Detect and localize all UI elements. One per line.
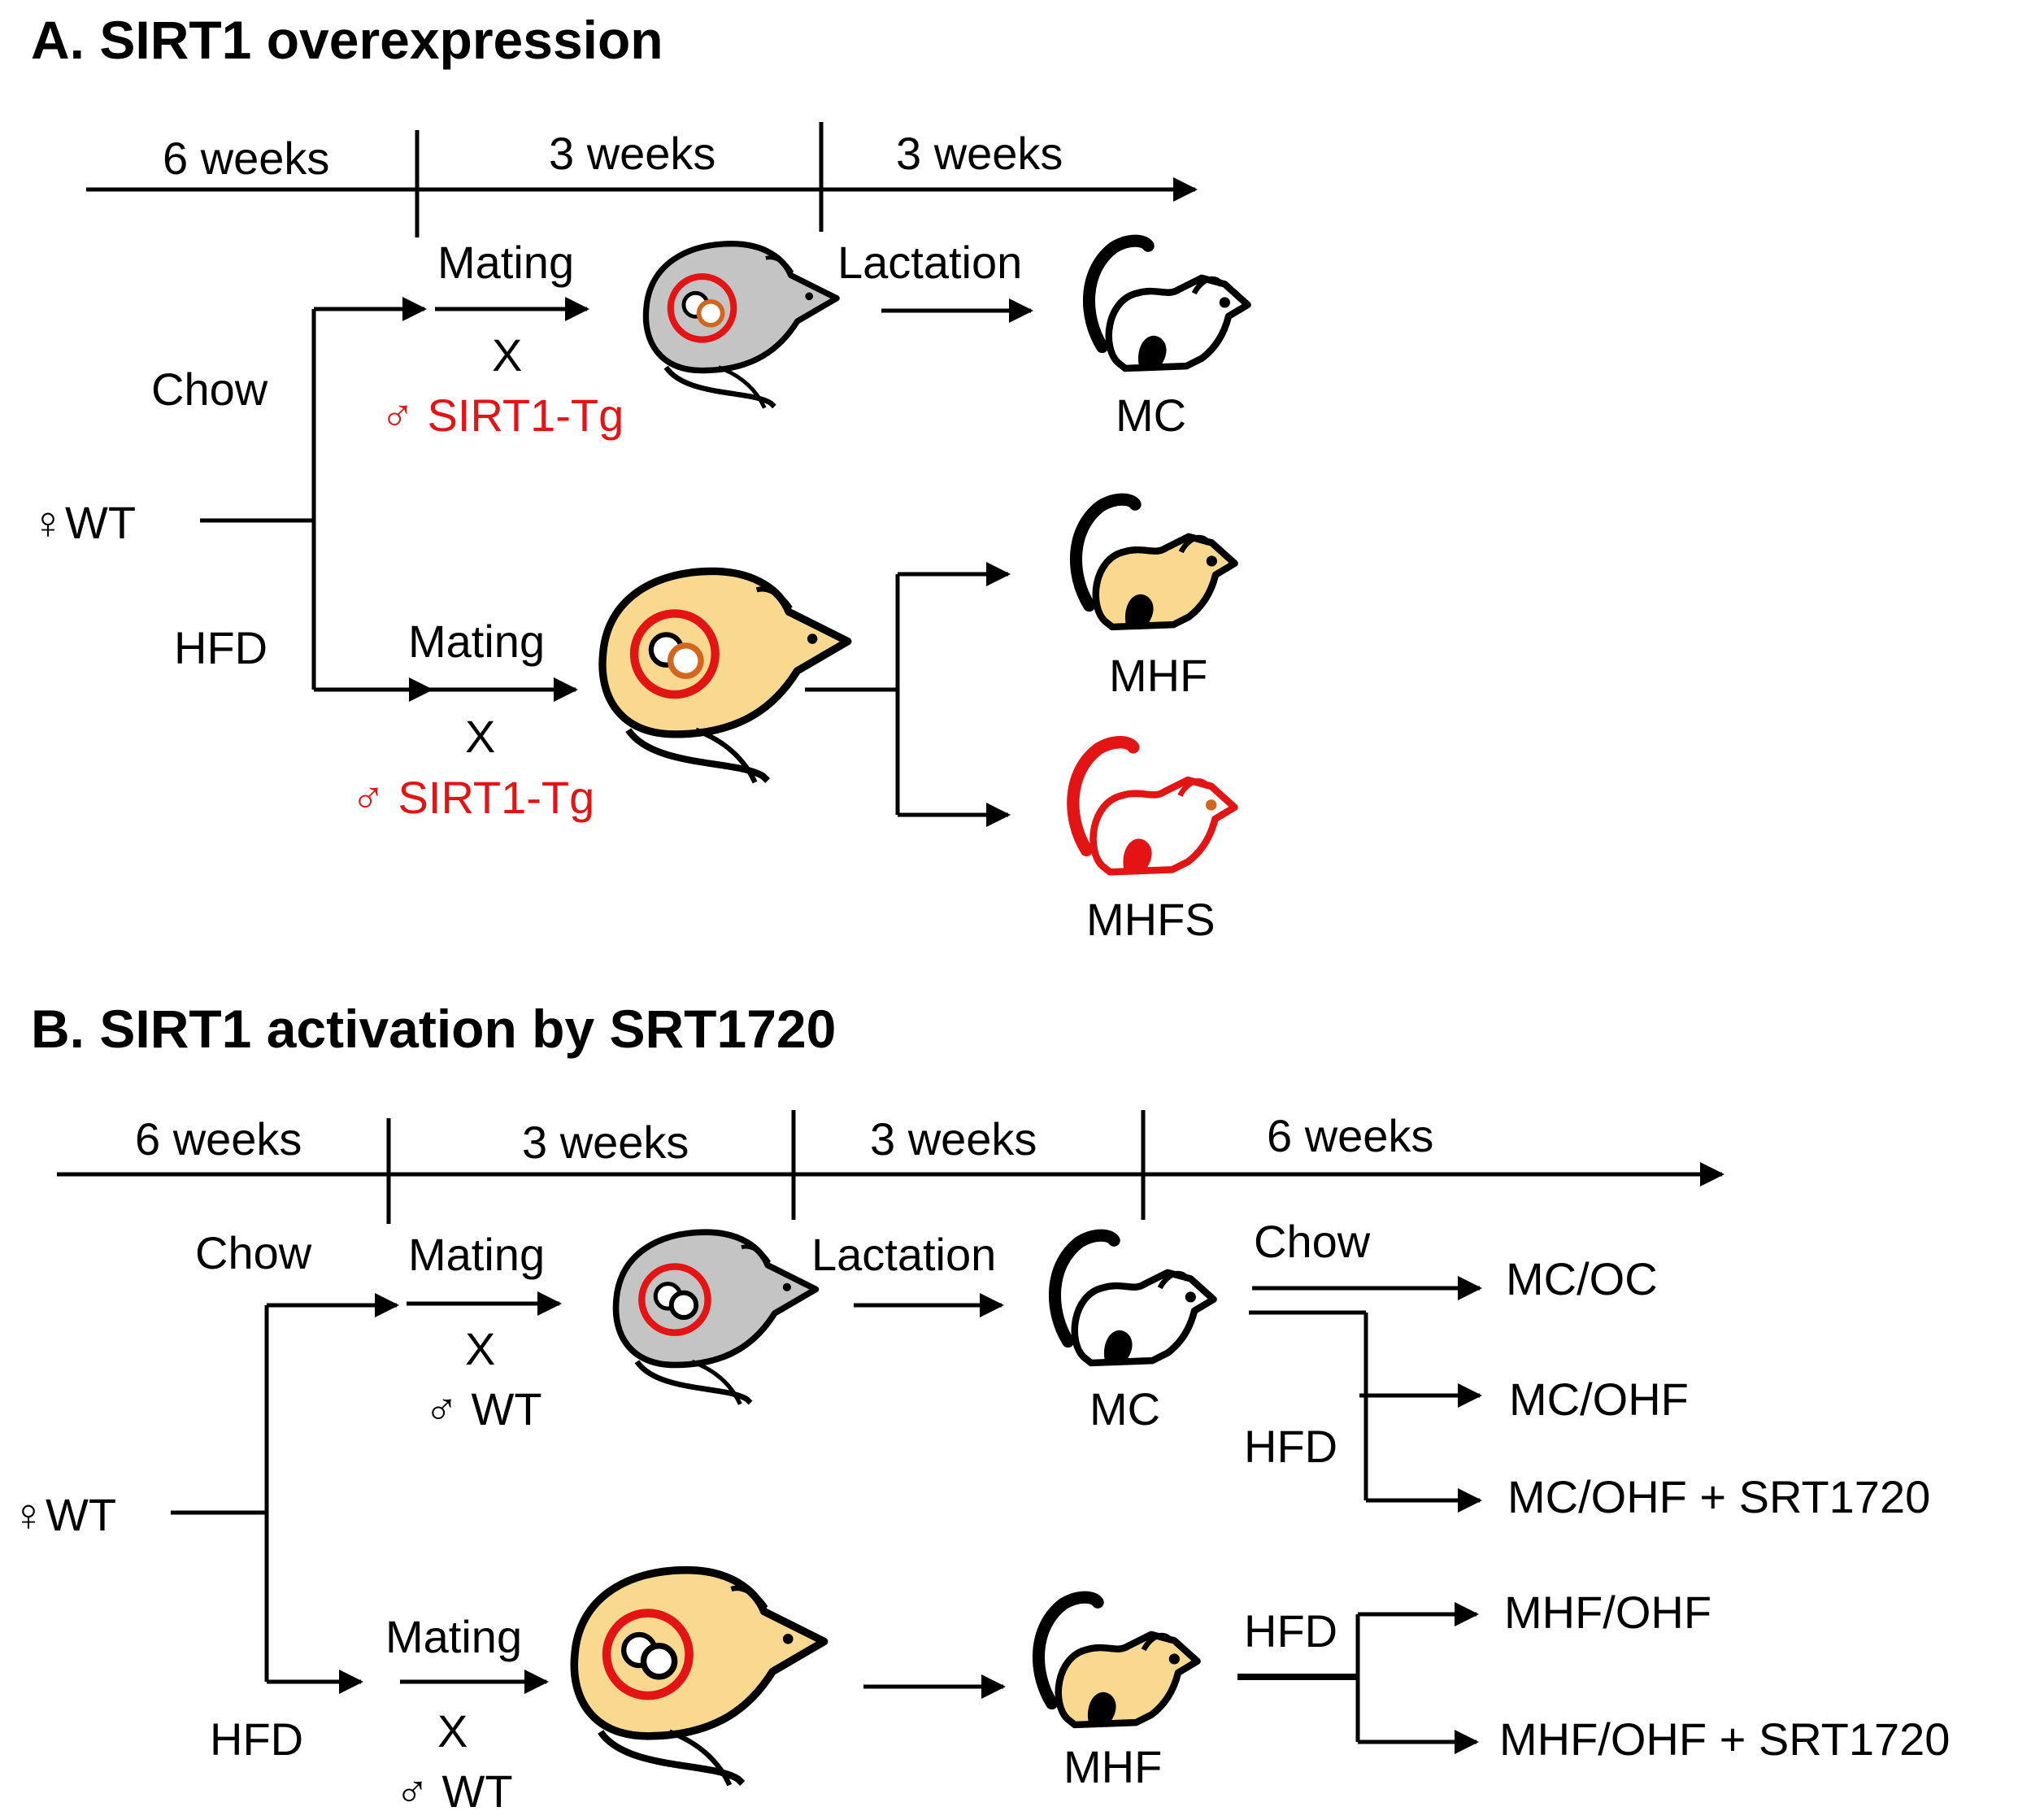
group-label: MC/OHF: [1509, 1374, 1689, 1425]
pup-mouse-icon: [1089, 241, 1248, 368]
post-hfd-label: HFD: [1244, 1421, 1337, 1472]
timeline-b-period: 6 weeks: [135, 1113, 302, 1165]
cross-label: X: [437, 1705, 468, 1757]
offspring-mhf-label: MHF: [1063, 1741, 1162, 1792]
pup-mouse-icon: [1076, 499, 1235, 627]
post-hfd-label: HFD: [1244, 1605, 1337, 1657]
offspring-mhfs-label: MHFS: [1086, 894, 1216, 945]
timeline-b-period: 6 weeks: [1267, 1110, 1433, 1161]
pregnant-mouse-icon: [574, 1570, 824, 1785]
group-label: MC/OHF + SRT1720: [1507, 1471, 1930, 1522]
pregnant-mouse-icon: [616, 1232, 816, 1404]
lactation-label: Lactation: [837, 237, 1022, 288]
male-sirt1-tg-label: ♂ SIRT1-Tg: [381, 390, 624, 441]
cross-label: X: [492, 329, 522, 381]
branch-chow-label: Chow: [151, 364, 268, 415]
group-label: MHF/OHF + SRT1720: [1499, 1713, 1950, 1765]
branch-chow-label: Chow: [195, 1227, 312, 1278]
timeline-a-period: 3 weeks: [549, 128, 715, 179]
branch-hfd-label: HFD: [174, 622, 267, 673]
male-sirt1-tg-label: ♂ SIRT1-Tg: [351, 772, 594, 823]
pregnant-mouse-icon: [646, 244, 837, 408]
pregnant-mouse-icon: [602, 571, 848, 782]
group-label: MC/OC: [1506, 1253, 1658, 1304]
group-label: MHF/OHF: [1504, 1587, 1711, 1638]
timeline-b-period: 3 weeks: [870, 1113, 1037, 1165]
mating-label: Mating: [408, 616, 545, 667]
male-wt-label: ♂ WT: [395, 1766, 513, 1817]
pup-mouse-icon: [1055, 1235, 1214, 1363]
panel-a-title: A. SIRT1 overexpression: [31, 10, 663, 70]
pup-mouse-icon: [1038, 1597, 1198, 1725]
female-wt-label: ♀WT: [31, 497, 136, 548]
cross-label: X: [465, 1323, 495, 1374]
mating-label: Mating: [408, 1229, 545, 1280]
pup-mouse-icon: [1072, 742, 1235, 873]
cross-label: X: [465, 711, 495, 762]
branch-hfd-label: HFD: [210, 1713, 303, 1765]
timeline-a-period: 6 weeks: [163, 133, 329, 184]
offspring-mc-label: MC: [1089, 1383, 1160, 1435]
timeline-a-period: 3 weeks: [896, 128, 1063, 179]
female-wt-label: ♀WT: [11, 1489, 116, 1540]
panel-b-title: B. SIRT1 activation by SRT1720: [31, 999, 836, 1059]
mating-label: Mating: [437, 237, 574, 288]
post-chow-label: Chow: [1254, 1216, 1371, 1267]
offspring-mhf-label: MHF: [1109, 650, 1207, 701]
mating-label: Mating: [385, 1611, 522, 1662]
lactation-label: Lactation: [811, 1229, 996, 1280]
timeline-b-period: 3 weeks: [522, 1117, 689, 1168]
offspring-mc-label: MC: [1116, 390, 1186, 441]
male-wt-label: ♂ WT: [424, 1383, 542, 1435]
